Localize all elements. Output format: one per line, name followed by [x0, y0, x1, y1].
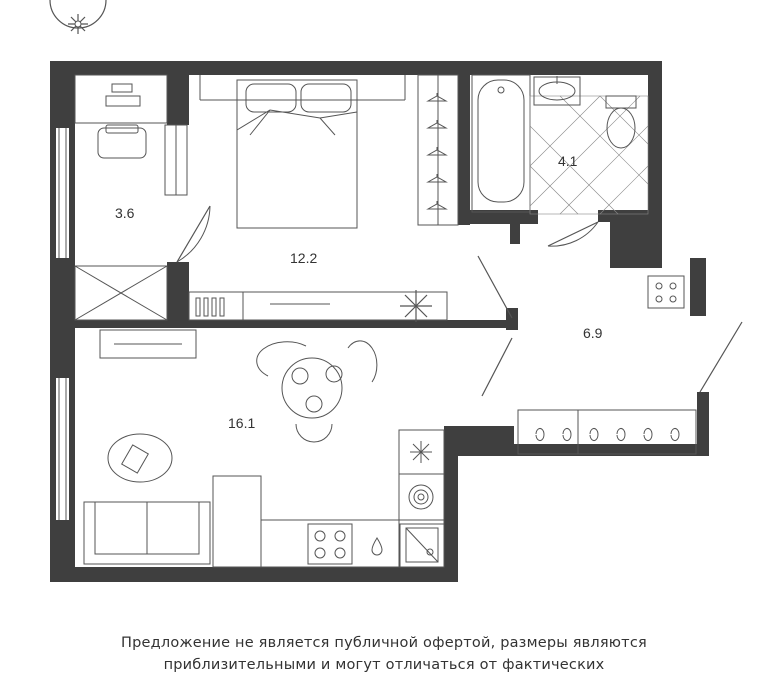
- stove-icon: [647, 275, 685, 309]
- disclaimer-line-1: Предложение не является публичной оферто…: [121, 635, 647, 651]
- fridge-icon: [212, 475, 262, 568]
- bed-icon: [236, 79, 358, 229]
- table-icon: [256, 340, 378, 443]
- washer-icon: [408, 484, 434, 510]
- freezer-icon: [410, 441, 432, 463]
- sofa-icon: [83, 501, 211, 565]
- shelf: [164, 124, 188, 196]
- chair-icon: [97, 124, 147, 159]
- toilet-icon: [605, 95, 637, 149]
- room-area-living: 16.1: [228, 415, 255, 431]
- plant-icon: [400, 290, 432, 322]
- hanger-icon: [426, 93, 448, 210]
- room-area-bedroom: 12.2: [290, 250, 317, 266]
- living-door: [477, 255, 513, 397]
- tv-stand: [99, 329, 197, 359]
- study-door: [176, 205, 211, 263]
- compass-icon: [49, 0, 107, 34]
- room-area-bathroom: 4.1: [558, 153, 578, 169]
- bathroom-door: [547, 221, 599, 247]
- cooktop-icon: [307, 523, 353, 565]
- entrance-door: [699, 321, 743, 393]
- room-area-study: 3.6: [115, 205, 135, 221]
- hall-wardrobe: [517, 409, 697, 455]
- sink-icon: [533, 76, 581, 106]
- shower-icon: [399, 523, 445, 568]
- desk-icon: [74, 74, 168, 124]
- bathtub-icon: [471, 74, 531, 213]
- dresser: [188, 291, 448, 321]
- window-vent: [74, 265, 168, 321]
- bath-tiles: [529, 95, 649, 215]
- walls: [50, 61, 709, 582]
- rug-icon: [107, 433, 173, 483]
- room-area-hall: 6.9: [583, 325, 603, 341]
- windows: [58, 75, 406, 520]
- kitchen-sink-icon: [371, 537, 383, 556]
- disclaimer-line-2: приблизительными и могут отличаться от ф…: [163, 657, 605, 673]
